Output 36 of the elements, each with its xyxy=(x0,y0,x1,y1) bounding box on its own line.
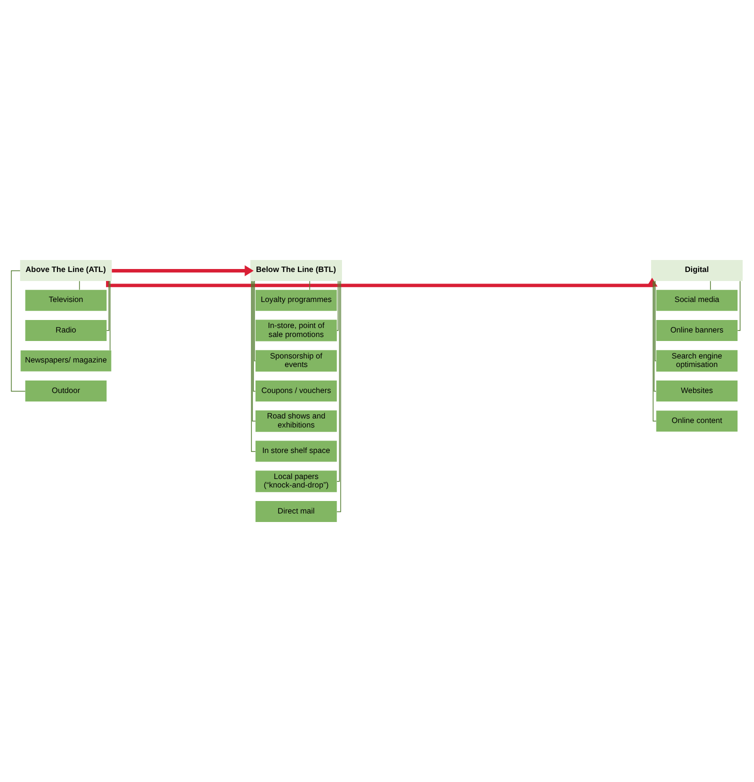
connector xyxy=(710,280,711,290)
node-box: Road shows and exhibitions xyxy=(256,410,337,432)
connector xyxy=(106,280,110,331)
connector xyxy=(737,280,740,331)
node-box: Loyalty programmes xyxy=(256,290,337,311)
node-box: Coupons / vouchers xyxy=(256,380,337,402)
node-box: Online content xyxy=(656,410,738,432)
connector xyxy=(336,280,338,331)
connector xyxy=(79,280,80,290)
node-box: Radio xyxy=(25,320,107,342)
node-box: Outdoor xyxy=(25,380,107,402)
node-box: Above The Line (ATL) xyxy=(20,260,112,282)
node-box: Sponsorship of events xyxy=(256,350,337,372)
connector xyxy=(654,280,656,392)
node-box: Newspapers/ magazine xyxy=(20,350,112,372)
arrow xyxy=(112,265,254,276)
connector xyxy=(336,280,342,512)
node-box: Search engine optimisation xyxy=(656,350,738,372)
node-box: Below The Line (BTL) xyxy=(250,260,342,282)
arrow xyxy=(106,278,658,288)
node-box: Websites xyxy=(656,380,738,402)
node-box: Social media xyxy=(656,290,738,311)
connector xyxy=(254,280,256,362)
node-box: Television xyxy=(25,290,107,311)
connector xyxy=(252,280,256,422)
node-box: In store shelf space xyxy=(256,440,337,462)
connector xyxy=(336,280,340,482)
node-box: Local papers (“knock-and-drop”) xyxy=(256,470,337,492)
connector xyxy=(10,270,26,392)
node-box: Direct mail xyxy=(256,500,337,522)
node-box: Online banners xyxy=(656,320,738,342)
connector xyxy=(652,280,657,422)
node-box: Digital xyxy=(651,260,743,282)
connector xyxy=(654,280,656,362)
node-box: In-store, point of sale promotions xyxy=(256,320,337,342)
connector xyxy=(253,280,256,392)
